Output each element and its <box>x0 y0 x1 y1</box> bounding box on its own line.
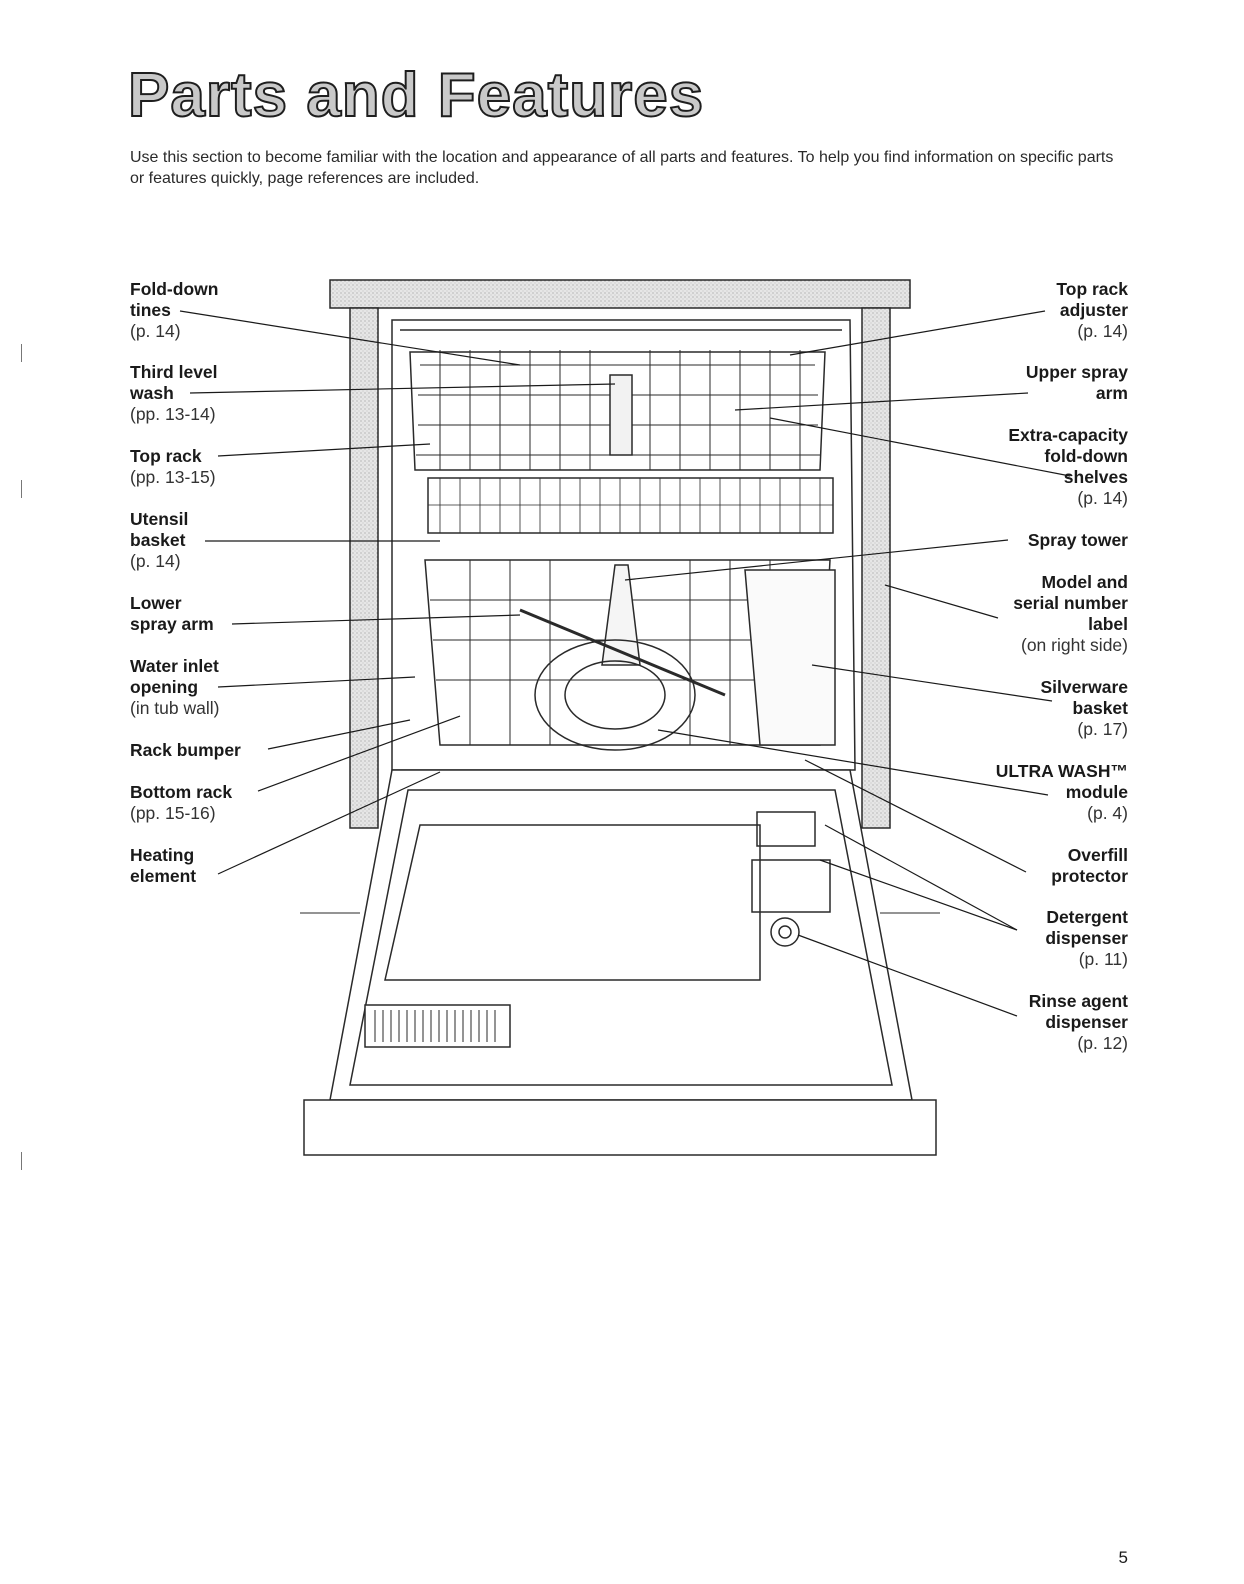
callout-third-level-wash: Third level wash (pp. 13-14) <box>130 362 240 425</box>
callout-ref: (in tub wall) <box>130 698 220 718</box>
callout-label: Rinse agent dispenser <box>1028 991 1128 1032</box>
callout-ref: (p. 4) <box>1087 803 1128 823</box>
callout-ref: (pp. 13-14) <box>130 404 216 424</box>
callout-lower-spray-arm: Lower spray arm <box>130 593 230 635</box>
fold-down-tines <box>439 350 801 470</box>
silverware-basket <box>744 569 836 746</box>
callout-label: Bottom rack <box>130 782 233 802</box>
callout-ref: (p. 11) <box>1078 949 1128 969</box>
callout-label: Model and serial number label <box>1013 572 1128 634</box>
callout-ref: (p. 14) <box>1077 488 1128 508</box>
callout-label: Spray tower <box>1027 530 1128 550</box>
callout-upper-spray-arm: Upper spray arm <box>1018 362 1128 404</box>
callout-heating-element: Heating element <box>130 845 220 887</box>
ultra-wash-module <box>534 639 696 751</box>
third-level-wash <box>609 374 633 456</box>
detergent-dispenser <box>756 811 816 847</box>
callout-ref: (p. 14) <box>130 551 181 571</box>
callout-label: Overfill protector <box>1051 845 1128 886</box>
margin-mark <box>21 1152 22 1170</box>
callout-label: Rack bumper <box>130 740 241 760</box>
callout-label: Heating element <box>130 845 197 886</box>
callout-ref: (p. 12) <box>1077 1033 1128 1053</box>
page-title: Parts and Features <box>127 60 705 131</box>
door <box>300 769 940 1156</box>
callout-silverware-basket: Silverware basket (p. 17) <box>1018 677 1128 740</box>
callout-ref: (p. 17) <box>1077 719 1128 739</box>
callout-extra-capacity-shelves: Extra-capacity fold-down shelves (p. 14) <box>978 425 1128 509</box>
callout-ref: (pp. 13-15) <box>130 467 216 487</box>
callout-ref: (p. 14) <box>1077 321 1128 341</box>
callout-label: Detergent dispenser <box>1045 907 1128 948</box>
callout-model-serial-label: Model and serial number label (on right … <box>993 572 1128 656</box>
right-side-wall <box>861 307 891 829</box>
callout-label: Fold-down tines <box>130 279 219 320</box>
callout-top-rack-adjuster: Top rack adjuster (p. 14) <box>1028 279 1128 342</box>
callout-label: Third level wash <box>130 362 218 403</box>
callout-label: Water inlet opening <box>130 656 219 697</box>
callout-fold-down-tines: Fold-down tines (p. 14) <box>130 279 240 342</box>
margin-mark <box>21 344 22 362</box>
utensil-basket <box>427 477 834 534</box>
callout-label: ULTRA WASH™ module <box>995 761 1128 802</box>
tub <box>391 319 856 771</box>
callout-ref: (p. 14) <box>130 321 181 341</box>
callout-ref: (pp. 15-16) <box>130 803 216 823</box>
callout-top-rack: Top rack (pp. 13-15) <box>130 446 240 488</box>
callout-rinse-agent-dispenser: Rinse agent dispenser (p. 12) <box>1008 991 1128 1054</box>
callout-label: Top rack <box>130 446 202 466</box>
door-vent <box>364 1004 511 1048</box>
callout-ref: (on right side) <box>1021 635 1128 655</box>
console-strip <box>329 279 911 309</box>
callout-ultra-wash-module: ULTRA WASH™ module (p. 4) <box>978 761 1128 824</box>
callout-label: Upper spray arm <box>1025 362 1128 403</box>
callout-overfill-protector: Overfill protector <box>1028 845 1128 887</box>
callout-label: Silverware basket <box>1040 677 1128 718</box>
callout-utensil-basket: Utensil basket (p. 14) <box>130 509 210 572</box>
callout-label: Extra-capacity fold-down shelves <box>1008 425 1128 487</box>
callout-label: Utensil basket <box>130 509 189 550</box>
callout-label: Top rack adjuster <box>1056 279 1128 320</box>
margin-mark <box>21 480 22 498</box>
callout-water-inlet-opening: Water inlet opening (in tub wall) <box>130 656 240 719</box>
callout-label: Lower spray arm <box>130 593 214 634</box>
callout-bottom-rack: Bottom rack (pp. 15-16) <box>130 782 260 824</box>
callout-rack-bumper: Rack bumper <box>130 740 270 761</box>
callout-spray-tower: Spray tower <box>998 530 1128 551</box>
page-number: 5 <box>1118 1548 1128 1567</box>
lower-spray-arm <box>519 608 726 697</box>
detergent-cup <box>751 859 831 913</box>
rinse-agent-dispenser <box>770 917 800 947</box>
left-side-wall <box>349 307 379 829</box>
leader-lines <box>179 310 1071 1017</box>
intro-paragraph: Use this section to become familiar with… <box>130 149 1114 187</box>
callout-detergent-dispenser: Detergent dispenser (p. 11) <box>1028 907 1128 970</box>
